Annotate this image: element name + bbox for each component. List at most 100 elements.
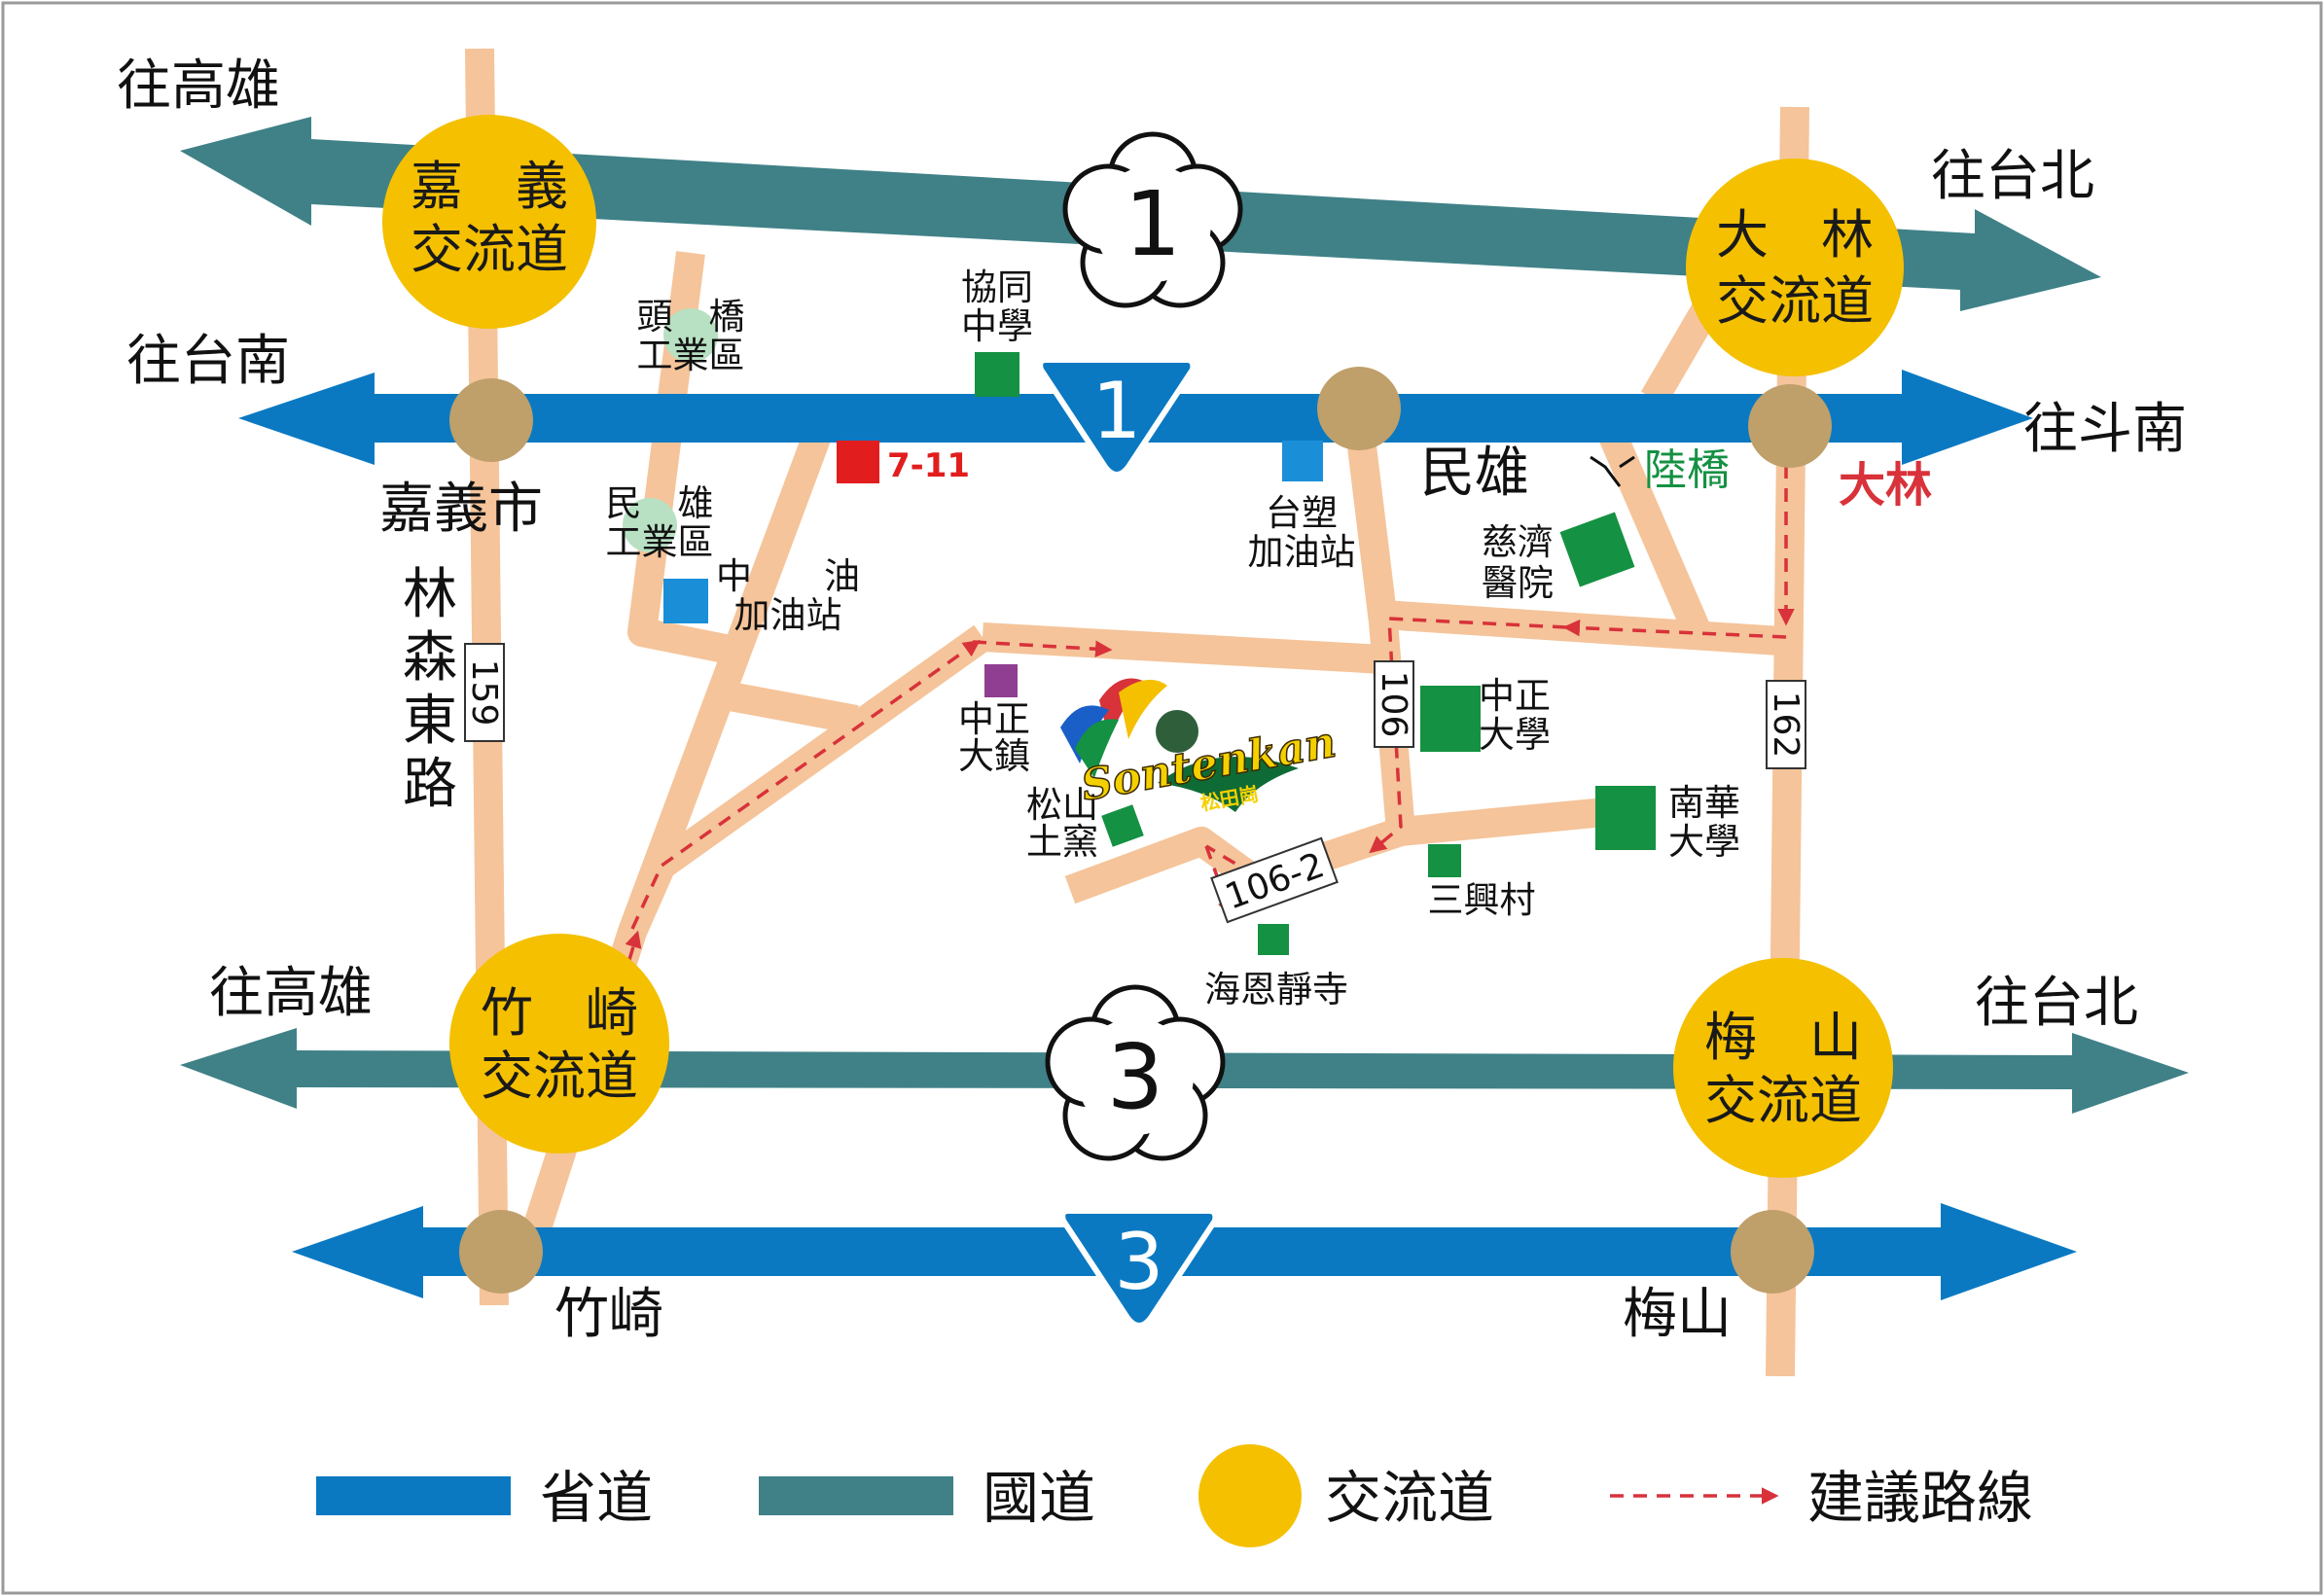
route-159-sign: 159 (464, 643, 505, 742)
place-zhuqi: 竹崎 (554, 1283, 663, 1346)
songshan-kiln-line1: 松山 (1026, 784, 1098, 826)
place-lu-bridge: 陸橋 (1644, 445, 1730, 495)
ccu-marker (1420, 686, 1481, 752)
touqiao-industrial-line1: 頭 橋 (637, 296, 745, 337)
formosa-gas-marker (1282, 441, 1323, 481)
junction-zhuqi (459, 1210, 543, 1294)
interchange-dalin-line1: 大 林 (1716, 204, 1874, 266)
nanhua-univ-marker (1595, 786, 1656, 850)
junction-meishan (1731, 1210, 1814, 1294)
place-dalin: 大林 (1839, 458, 1932, 513)
legend: 省道 國道 交流道 建議路線 (316, 1444, 2033, 1547)
formosa-gas-line2: 加油站 (1248, 531, 1356, 573)
interchange-dalin: 大 林 交流道 (1686, 159, 1904, 376)
interchange-chiayi-line2: 交流道 (411, 219, 568, 280)
junctions (449, 367, 1832, 1294)
ccu-line2: 大學 (1479, 714, 1551, 756)
tzuchi-hospital-line2: 醫院 (1482, 562, 1554, 604)
legend-interchange-swatch (1198, 1444, 1302, 1547)
zhongzheng-town-line2: 大鎮 (958, 735, 1030, 777)
road-industrial (627, 251, 742, 666)
seven-eleven-marker (837, 441, 879, 483)
direction-dounan: 往斗南 (2023, 398, 2187, 461)
provincial-3-shield: 3 (1059, 1208, 1219, 1329)
place-linsen-east-road: 林 森 東 路 (403, 563, 457, 816)
landmarks: 頭 橋 工業區 民 雄 工業區 中 油 加油站 協同 中學 7-11 台塑 加油… (606, 266, 1741, 1011)
interchange-zhuqi: 竹 崎 交流道 (449, 934, 669, 1153)
haien-temple-marker (1258, 924, 1289, 955)
junction-chiayi (449, 378, 533, 462)
logo-head (1156, 710, 1198, 753)
sanxing-village-label: 三興村 (1428, 879, 1536, 921)
freeway-3-shield: 3 (1045, 984, 1226, 1161)
freeway-3-number: 3 (1107, 1025, 1164, 1129)
place-labels: 往高雄 往台北 往台南 往斗南 往高雄 往台北 嘉義市 林 森 東 路 民雄 大… (117, 54, 2187, 1346)
svg-text:路: 路 (403, 753, 457, 816)
logo-feather-yellow (1119, 679, 1167, 739)
formosa-gas-line1: 台塑 (1266, 492, 1338, 534)
provincial-1-shield: 1 (1037, 357, 1197, 478)
place-minxiong: 民雄 (1420, 442, 1529, 505)
route-159-label: 159 (464, 659, 504, 727)
junction-minxiong (1317, 367, 1401, 450)
route-106-label: 106 (1374, 671, 1413, 738)
minxiong-industrial-line2: 工業區 (606, 521, 714, 563)
songshan-kiln-line2: 土窯 (1026, 821, 1098, 863)
road-main-ew (982, 622, 1384, 674)
direction-taipei-top: 往台北 (1931, 145, 2094, 208)
minxiong-industrial-line1: 民 雄 (606, 482, 714, 524)
provincial-1-number: 1 (1092, 366, 1142, 456)
legend-route-label: 建議路線 (1807, 1465, 2033, 1531)
interchange-zhuqi-line1: 竹 崎 (481, 982, 638, 1044)
tzuchi-hospital-line1: 慈濟 (1482, 521, 1554, 563)
touqiao-industrial-marker (663, 308, 718, 363)
legend-interchange-label: 交流道 (1325, 1465, 1494, 1531)
direction-kaohsiung-top: 往高雄 (117, 54, 280, 118)
zhongzheng-town-line1: 中正 (958, 698, 1030, 740)
songshan-kiln-marker (1101, 804, 1144, 847)
road-lu-bridge (1591, 412, 1711, 638)
direction-taipei-bottom: 往台北 (1975, 972, 2138, 1035)
direction-kaohsiung-bottom: 往高雄 (209, 962, 373, 1025)
svg-text:森: 森 (403, 626, 457, 690)
road-cross (722, 681, 859, 734)
road-106-2 (1399, 798, 1607, 846)
cpc-gas-line2: 加油站 (734, 594, 842, 636)
nanhua-univ-line1: 南華 (1668, 782, 1740, 824)
route-106-sign: 106 (1374, 660, 1414, 748)
zhongzheng-town-marker (984, 664, 1018, 697)
sanxing-village-marker (1428, 844, 1461, 877)
cpc-gas-line1: 中 油 (716, 555, 860, 597)
place-chiayi-city: 嘉義市 (379, 478, 543, 541)
direction-tainan: 往台南 (126, 330, 290, 393)
cpc-gas-marker (663, 579, 708, 623)
touqiao-industrial-line2: 工業區 (637, 335, 745, 376)
freeway-1-shield: 1 (1062, 131, 1243, 308)
svg-text:東: 東 (403, 690, 457, 753)
interchange-meishan: 梅 山 交流道 (1673, 958, 1893, 1178)
interchange-meishan-line2: 交流道 (1704, 1070, 1862, 1131)
nanhua-univ-line2: 大學 (1668, 821, 1740, 863)
legend-national-label: 國道 (983, 1465, 1095, 1531)
interchange-dalin-line2: 交流道 (1716, 270, 1874, 332)
tzuchi-hospital-marker (1559, 512, 1635, 587)
seven-eleven-label: 7-11 (887, 446, 970, 485)
logo-palm (1158, 757, 1299, 812)
svg-text:林: 林 (403, 563, 457, 626)
legend-provincial-label: 省道 (540, 1465, 653, 1531)
haien-temple-label: 海恩靜寺 (1204, 969, 1348, 1011)
logo-feather-green (1075, 719, 1119, 778)
provincial-3-number: 3 (1115, 1217, 1164, 1307)
place-meishan: 梅山 (1623, 1283, 1732, 1346)
ccu-line1: 中正 (1479, 675, 1551, 717)
route-162-sign: 162 (1766, 680, 1806, 769)
interchange-chiayi-line1: 嘉 義 (411, 156, 568, 217)
junction-dalin (1748, 384, 1832, 468)
legend-national-swatch (759, 1476, 953, 1515)
xietong-school-line2: 中學 (961, 305, 1033, 347)
xietong-school-marker (975, 352, 1019, 397)
interchange-chiayi: 嘉 義 交流道 (382, 115, 596, 329)
minxiong-industrial-marker (623, 498, 677, 552)
interchange-zhuqi-line2: 交流道 (481, 1046, 638, 1107)
